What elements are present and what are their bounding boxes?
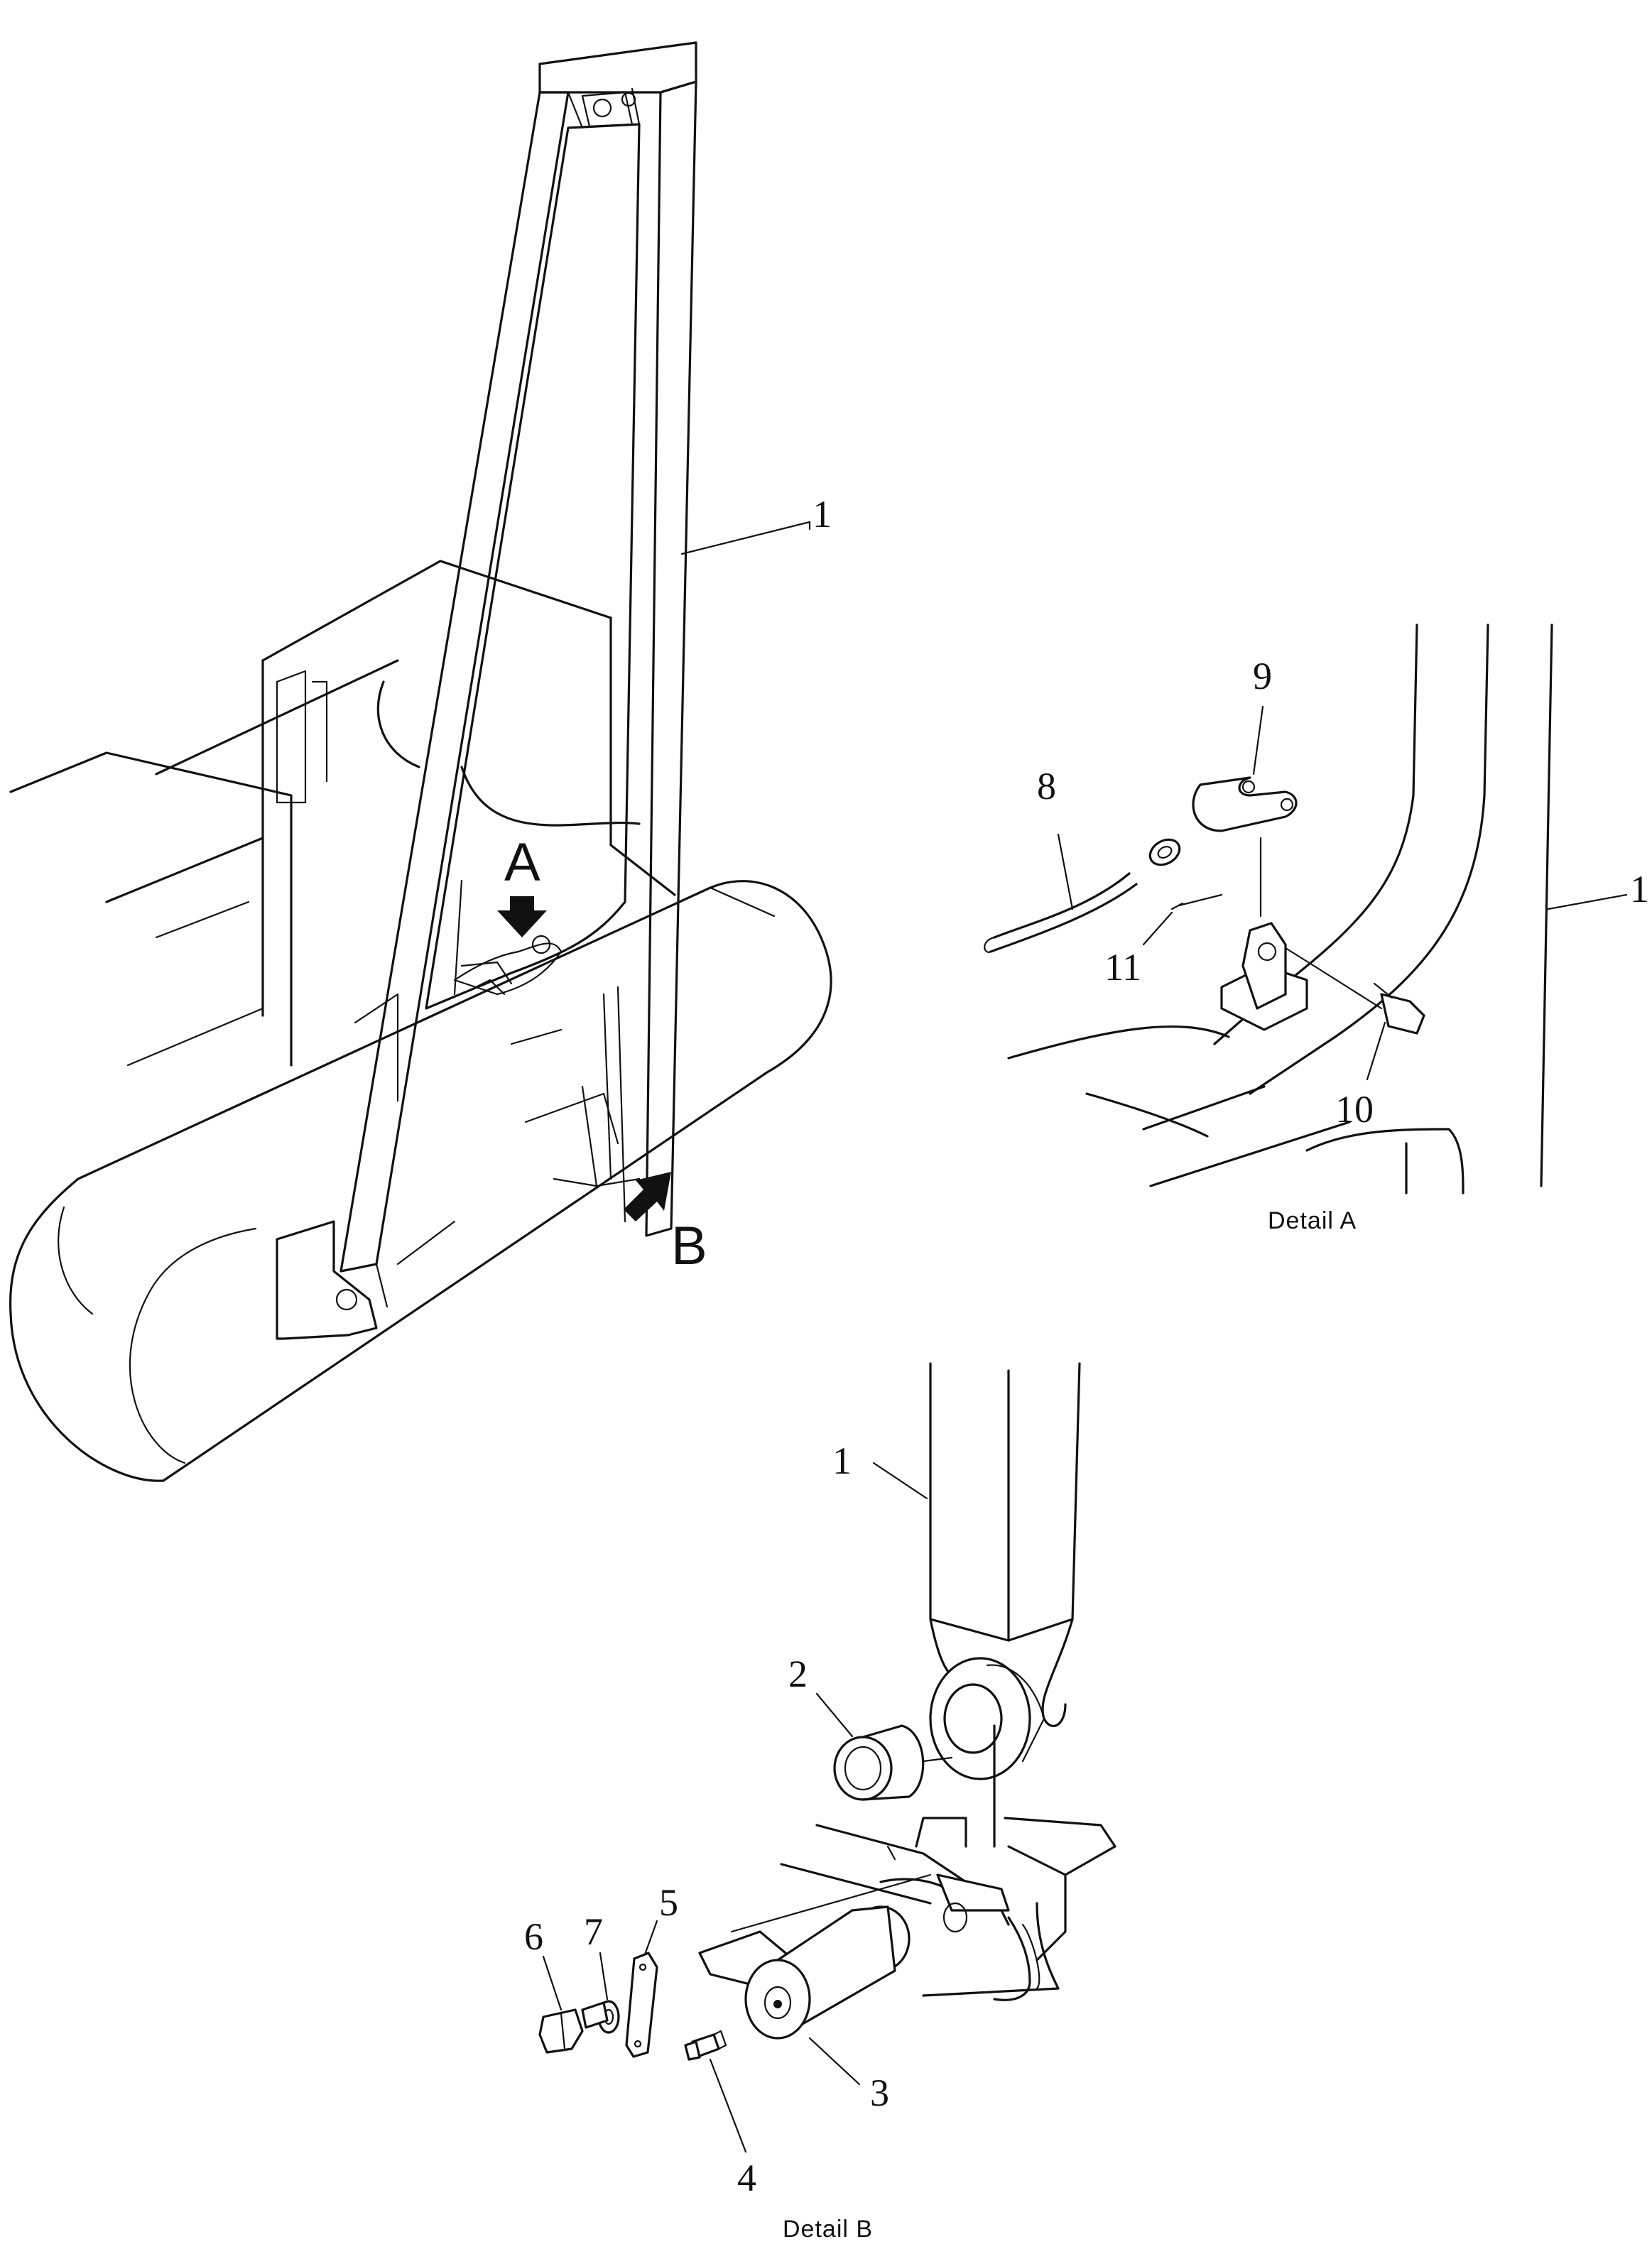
- detail-b-callout-1: 1: [832, 1440, 928, 1500]
- shackle-mount: [453, 935, 563, 996]
- detail-a-caption: Detail A: [1268, 1207, 1357, 1234]
- pin-part-11: [1170, 893, 1223, 910]
- plate-part-5: [625, 1952, 658, 2058]
- detail-a-frame: [1007, 624, 1553, 1195]
- pin-part-3: [698, 1905, 911, 2040]
- detail-a-callout-10: 10: [1335, 1021, 1386, 1131]
- detail-a-callout-1: 1: [1547, 868, 1649, 910]
- main-view: A B 1: [9, 41, 832, 1482]
- callout-label: 9: [1253, 655, 1272, 697]
- detail-a-callout-8: 8: [1037, 765, 1074, 910]
- callout-label: 6: [524, 1915, 543, 1958]
- upper-structure: [9, 560, 676, 1102]
- detail-b-view: 1 2 3 4 5 6 7 Detail B: [524, 1362, 1116, 2242]
- bushing-part-2: [833, 1724, 953, 1801]
- detail-b-callout-2: 2: [788, 1653, 854, 1738]
- callout-label: 11: [1104, 946, 1141, 989]
- callout-label: 10: [1335, 1088, 1374, 1131]
- detail-b-callout-4: 4: [709, 2058, 756, 2199]
- detail-b-callout-3: 3: [808, 2037, 889, 2114]
- bracket-plate: [1220, 922, 1315, 1031]
- detail-b-callout-7: 7: [584, 1910, 609, 2001]
- wire-rope-part-8: [984, 838, 1181, 953]
- callout-label: 7: [584, 1910, 603, 1953]
- grease-fitting-part-4: [684, 2030, 727, 2061]
- main-callout-1: 1: [680, 493, 832, 555]
- bolt-part-10: [1313, 964, 1425, 1035]
- a-frame-mast: [276, 41, 697, 1340]
- track-frame: [9, 880, 832, 1482]
- detail-b-callout-5: 5: [643, 1881, 678, 1956]
- callout-label: 2: [788, 1653, 808, 1695]
- detail-b-caption: Detail B: [783, 2216, 873, 2242]
- callout-label: 1: [1630, 868, 1649, 910]
- callout-label: 1: [832, 1440, 852, 1482]
- shackle-part-9: [1192, 776, 1298, 918]
- arrow-b: B: [624, 1172, 707, 1276]
- base-bracket: [730, 1724, 1116, 2001]
- detail-a-callout-11: 11: [1104, 911, 1173, 989]
- bolt-part-6: [538, 2001, 609, 2054]
- callout-label: 8: [1037, 765, 1056, 807]
- detail-a-view: 8 9 11 10 1 Detail A: [984, 624, 1649, 1234]
- arrow-b-letter: B: [671, 1216, 707, 1276]
- callout-label: 5: [659, 1881, 678, 1924]
- callout-label: 1: [813, 493, 832, 535]
- detail-a-callout-9: 9: [1252, 655, 1272, 776]
- callout-label: 3: [870, 2072, 889, 2114]
- detail-b-mast-leg: [929, 1362, 1081, 1780]
- arrow-a: A: [497, 832, 547, 937]
- callout-label: 4: [737, 2157, 756, 2199]
- arrow-a-letter: A: [504, 832, 540, 893]
- detail-b-callout-6: 6: [524, 1915, 563, 2011]
